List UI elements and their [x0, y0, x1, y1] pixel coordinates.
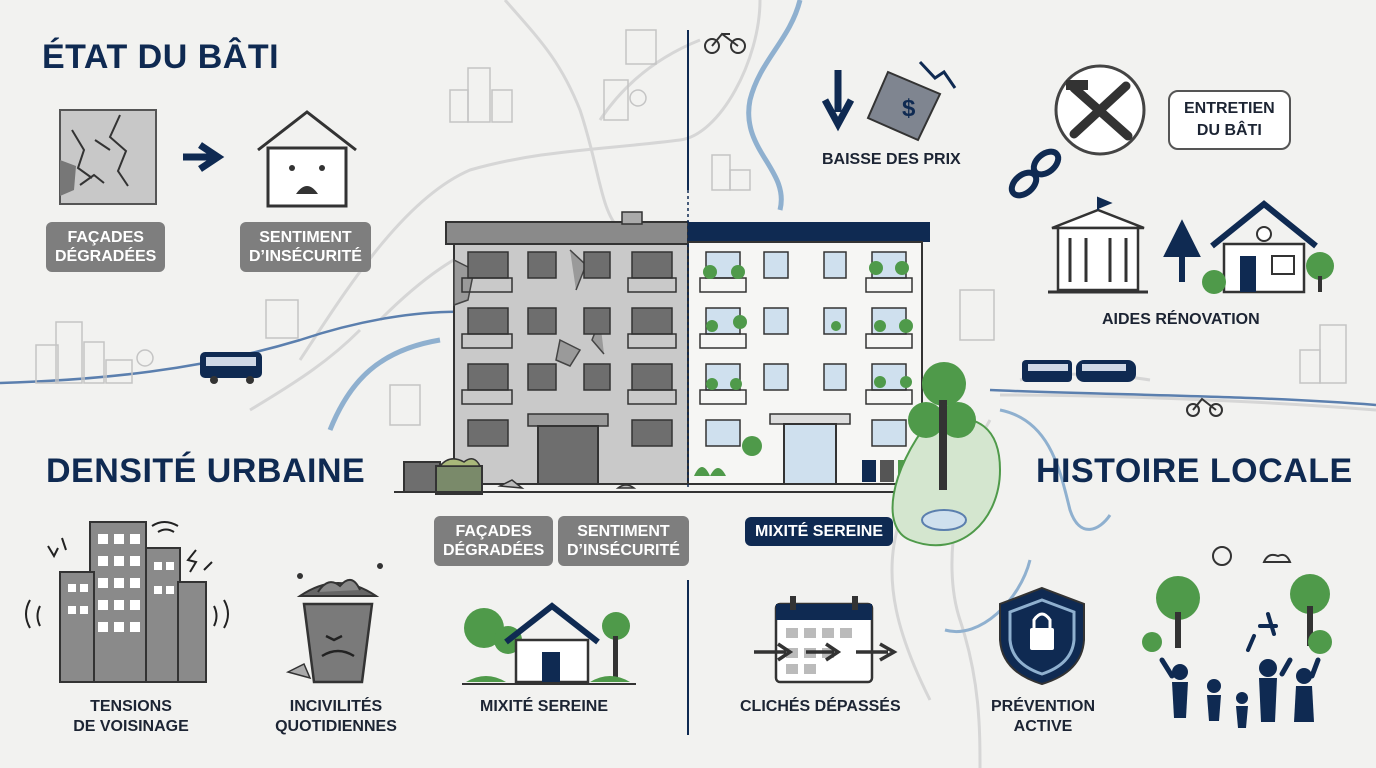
tram-icon — [1022, 360, 1136, 382]
label-tensions-de-voisinage: TENSIONS DE VOISINAGE — [73, 698, 189, 735]
svg-text:$: $ — [902, 95, 916, 122]
heading-etat-du-bati: ÉTAT DU BÂTI — [42, 38, 280, 76]
label-sentiment-insecurite-top: SENTIMENT D’INSÉCURITÉ — [240, 222, 371, 272]
building-right-half — [687, 222, 930, 485]
worried-house-icon — [257, 110, 357, 208]
label-facades-degradees-top: FAÇADES DÉGRADÉES — [46, 222, 166, 272]
label-mixite-sereine-center: MIXITÉ SEREINE — [745, 517, 894, 546]
dumpsters-icon — [403, 458, 637, 495]
family-park-icon — [1142, 546, 1332, 728]
wrench-hammer-icon — [1054, 64, 1146, 156]
stream-left — [327, 337, 441, 431]
chain-icon — [1008, 148, 1062, 199]
arrow-up-icon — [1163, 219, 1201, 282]
heading-densite-urbaine: DENSITÉ URBAINE — [46, 452, 366, 490]
stream — [746, 0, 803, 211]
town-hall-icon — [1048, 196, 1148, 294]
bus-icon — [200, 352, 262, 384]
arrow-right-icon — [183, 142, 225, 172]
label-prevention-active: PRÉVENTION ACTIVE — [990, 698, 1095, 735]
label-aides-renovation: AIDES RÉNOVATION — [1102, 311, 1260, 328]
label-entretien-du-bati: ENTRETIEN DU BÂTI — [1168, 90, 1291, 150]
label-incivilites-quotidiennes: INCIVILITÉS QUOTIDIENNES — [275, 698, 397, 735]
trash-bin-icon — [285, 563, 383, 684]
stream-right — [999, 408, 1112, 531]
price-tag-icon: $ — [866, 60, 957, 142]
label-sentiment-insecurite-center: SENTIMENT D’INSÉCURITÉ — [558, 516, 689, 566]
house-trees-icon — [462, 602, 636, 685]
cracked-wall-icon — [59, 109, 157, 205]
building-left-half — [445, 211, 689, 485]
heading-histoire-locale: HISTOIRE LOCALE — [1036, 452, 1353, 490]
big-tree-icon — [908, 362, 976, 490]
label-baisse-des-prix: BAISSE DES PRIX — [822, 151, 961, 168]
noisy-tower-icon — [25, 521, 229, 683]
pond — [921, 509, 967, 531]
label-cliches-depasses: CLICHÉS DÉPASSÉS — [740, 698, 901, 715]
bicycle-icon — [704, 32, 1223, 417]
label-mixite-sereine-bottom: MIXITÉ SEREINE — [480, 698, 609, 715]
shield-lock-icon — [999, 586, 1085, 686]
label-facades-degradees-center: FAÇADES DÉGRADÉES — [434, 516, 554, 566]
arrow-down-icon — [821, 70, 855, 132]
tram-line-right — [989, 388, 1376, 407]
house-icon — [1202, 200, 1334, 294]
city-outlines — [35, 29, 1347, 426]
calendar-arrows-icon — [754, 596, 898, 684]
